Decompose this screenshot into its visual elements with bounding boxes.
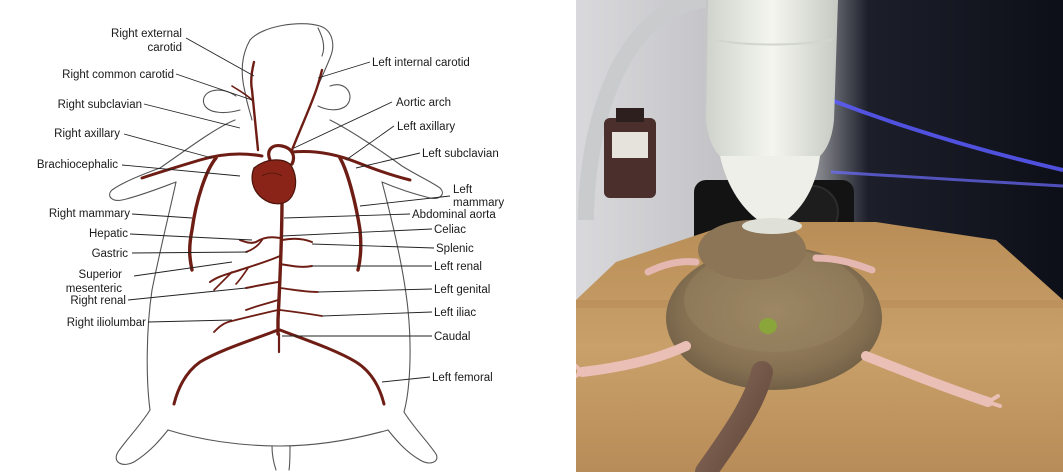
label-right-subclavian: Right subclavian — [58, 99, 142, 111]
label-right-mammary: Right mammary — [49, 208, 130, 220]
experiment-photo — [576, 0, 1063, 472]
label-left-renal: Left renal — [434, 261, 482, 273]
label-left-mammary: Left — [453, 184, 473, 196]
label-brachiocephalic: Brachiocephalic — [37, 159, 118, 171]
mouse-hindlimb-right — [861, 351, 993, 407]
label-superior-mesenteric: Superior — [79, 269, 123, 281]
label-celiac: Celiac — [434, 224, 466, 236]
mouse-body — [666, 246, 882, 390]
label-hepatic: Hepatic — [89, 228, 128, 240]
label-abdominal-aorta: Abdominal aorta — [412, 209, 496, 221]
label-gastric: Gastric — [92, 248, 129, 260]
label-superior-mesenteric-line2: mesenteric — [66, 283, 122, 295]
ultrasound-probe — [706, 0, 838, 234]
label-splenic: Splenic — [436, 243, 474, 255]
label-aortic-arch: Aortic arch — [396, 97, 451, 109]
leader-lines — [121, 37, 451, 383]
arterial-diagram-panel: Right external carotid Right common caro… — [36, 23, 505, 471]
label-caudal: Caudal — [434, 331, 470, 343]
label-right-external-carotid-line2: carotid — [147, 42, 182, 54]
label-left-internal-carotid: Left internal carotid — [372, 57, 470, 69]
label-left-subclavian: Left subclavian — [422, 148, 499, 160]
tubing — [578, 0, 707, 221]
label-left-genital: Left genital — [434, 284, 490, 296]
right-labels: Left internal carotid Aortic arch Left a… — [372, 57, 504, 384]
mouse-hindlimb-left — [577, 341, 691, 377]
label-right-iliolumbar: Right iliolumbar — [67, 317, 146, 329]
label-right-renal: Right renal — [70, 295, 126, 307]
label-right-external-carotid: Right external — [111, 28, 182, 40]
left-labels: Right external carotid Right common caro… — [37, 28, 182, 329]
label-left-mammary-line2: mammary — [453, 197, 504, 209]
mouse-ultrasound-photo — [576, 0, 1063, 472]
label-left-iliac: Left iliac — [434, 307, 476, 319]
gel-spot — [759, 318, 777, 334]
label-right-common-carotid: Right common carotid — [62, 69, 174, 81]
arterial-vessels — [140, 60, 412, 406]
heart-illustration — [251, 159, 297, 205]
mouse-body-outline — [109, 23, 443, 471]
label-left-axillary: Left axillary — [397, 121, 455, 133]
mouse-tail — [695, 361, 773, 472]
label-left-femoral: Left femoral — [432, 372, 493, 384]
mouse-forelimb-left — [644, 258, 700, 276]
blue-light-streak — [830, 98, 1063, 172]
label-right-axillary: Right axillary — [54, 128, 120, 140]
mouse-arterial-diagram: Right external carotid Right common caro… — [37, 23, 504, 471]
mouse-forelimb-right — [812, 254, 876, 274]
